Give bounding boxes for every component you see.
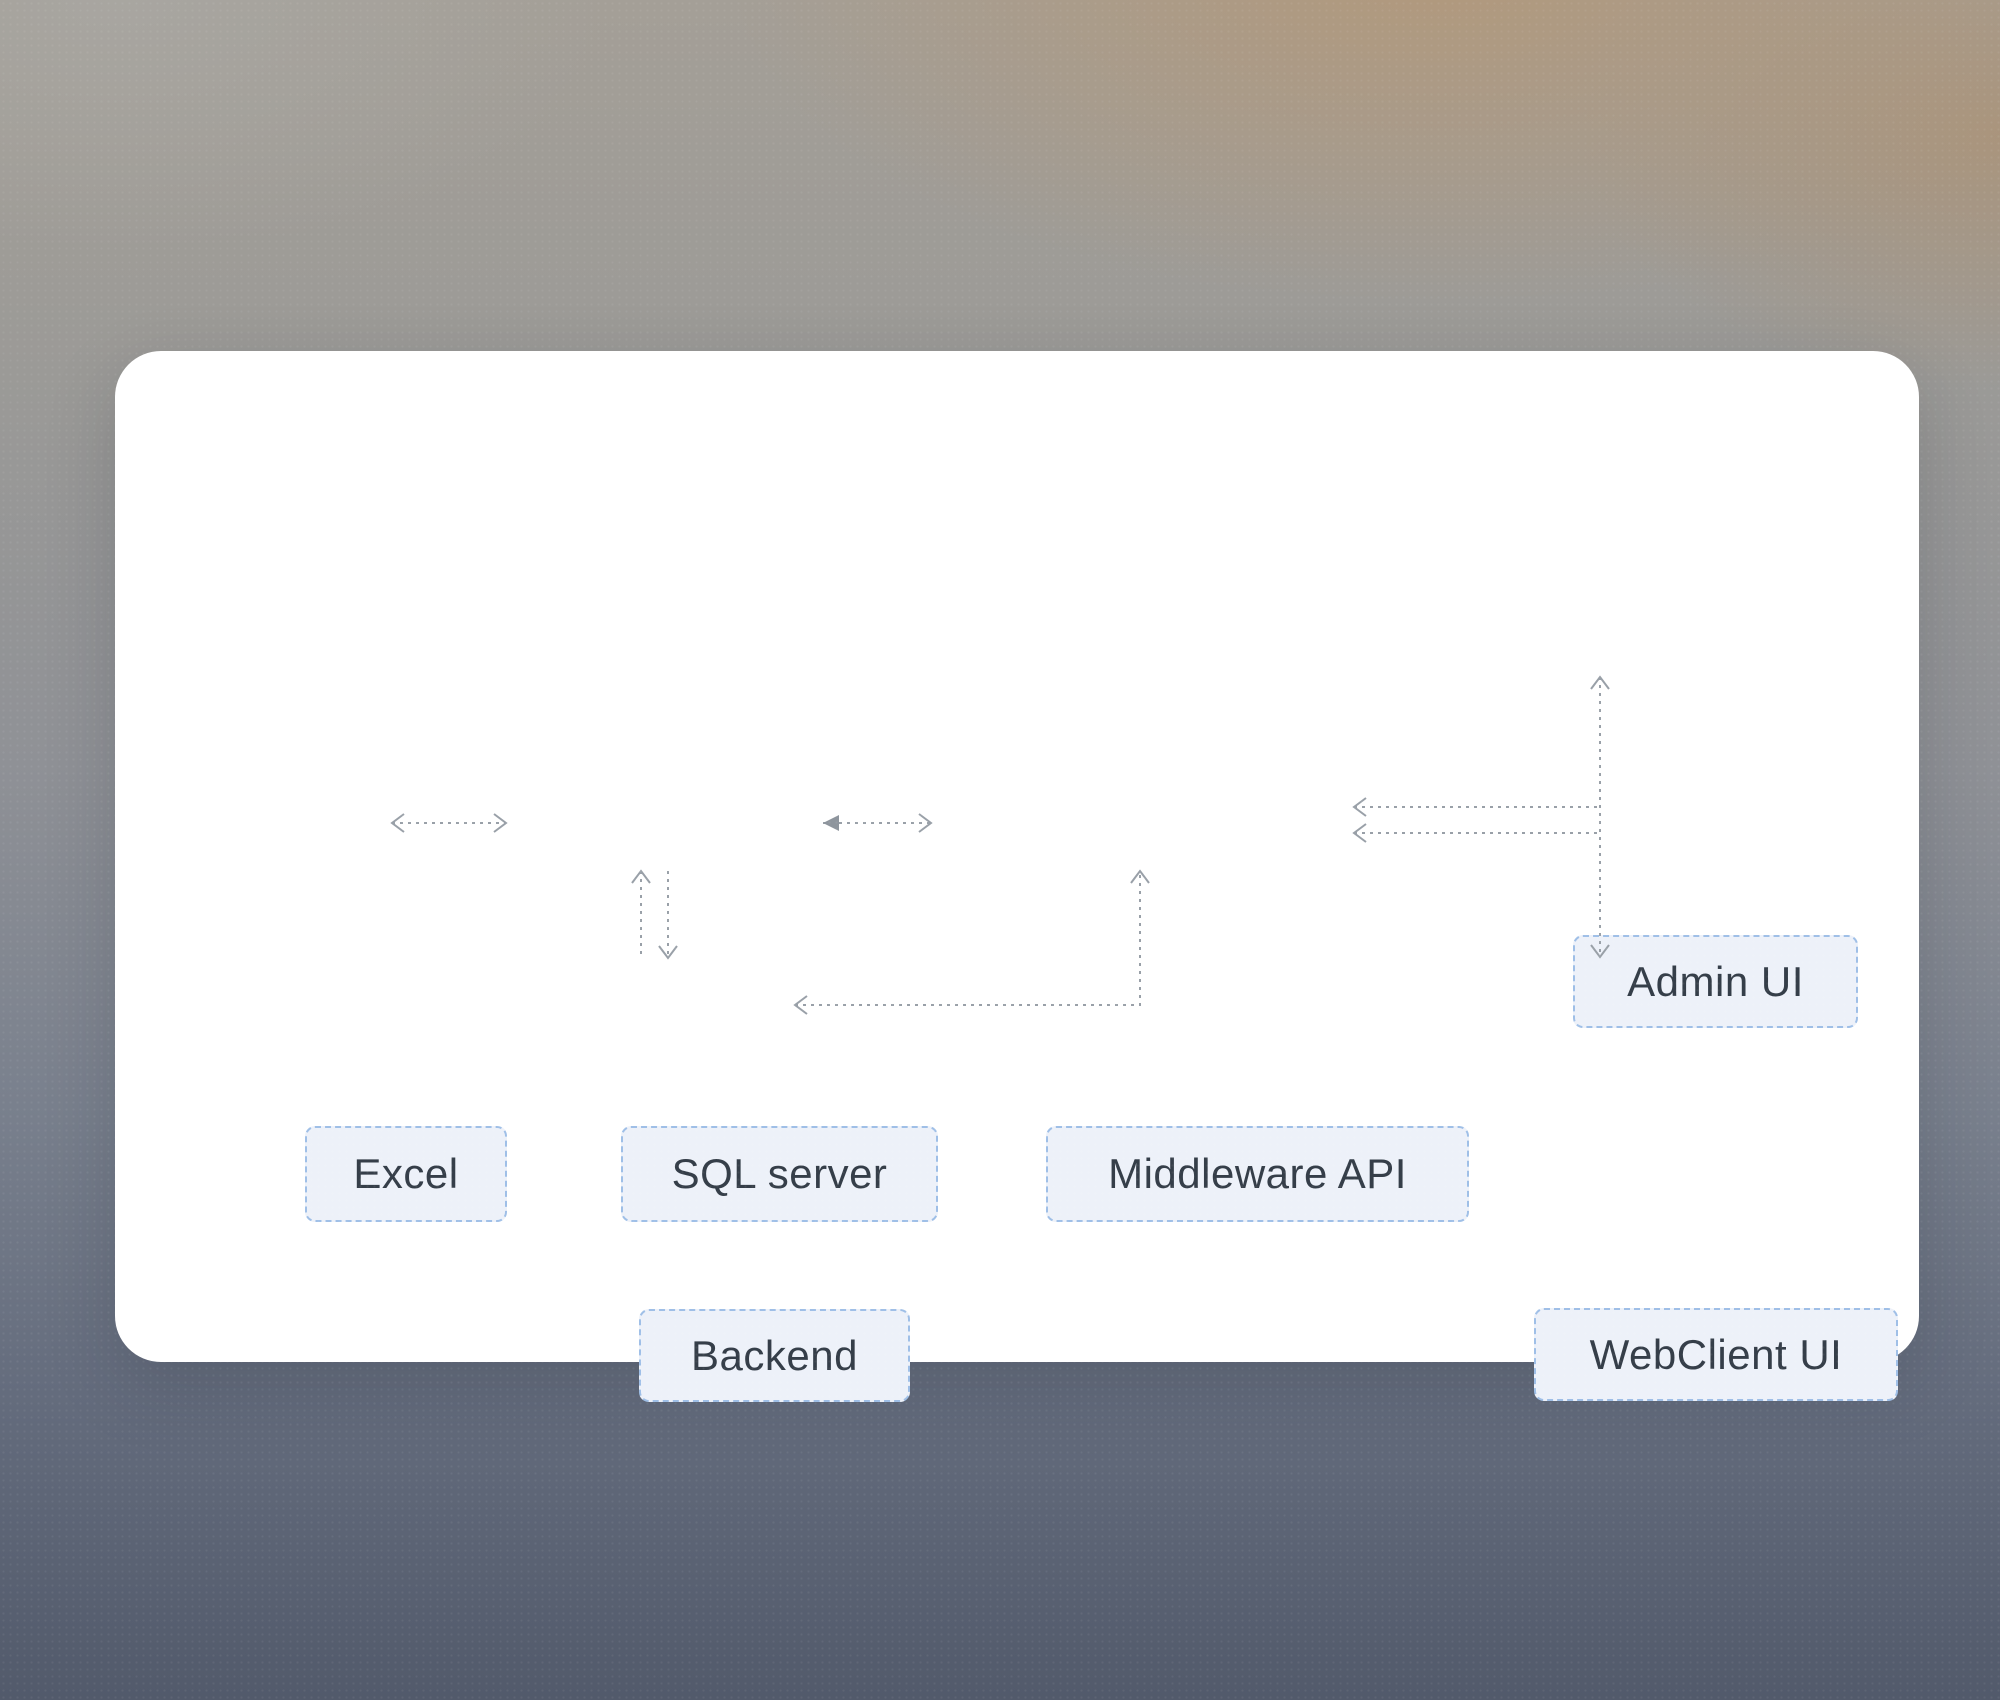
node-excel[interactable]: Excel bbox=[305, 1126, 507, 1222]
node-label: SQL server bbox=[671, 1150, 888, 1197]
node-label: Excel bbox=[353, 1150, 459, 1197]
node-sql-server[interactable]: SQL server bbox=[621, 1126, 938, 1222]
diagram-card: Excel SQL server Middleware API Admin UI Web… bbox=[115, 351, 1919, 1402]
node-middleware[interactable]: Middleware API bbox=[1046, 1126, 1469, 1222]
node-label: Admin UI bbox=[1627, 957, 1804, 1005]
node-label: WebClient UI bbox=[1589, 1330, 1843, 1378]
node-backend[interactable]: Backend bbox=[639, 1309, 910, 1402]
node-label: Middleware API bbox=[1108, 1150, 1407, 1197]
node-label: Backend bbox=[691, 1331, 858, 1379]
node-webclient-ui[interactable]: WebClient UI bbox=[1534, 1308, 1898, 1401]
node-admin-ui[interactable]: Admin UI bbox=[1573, 935, 1858, 1028]
